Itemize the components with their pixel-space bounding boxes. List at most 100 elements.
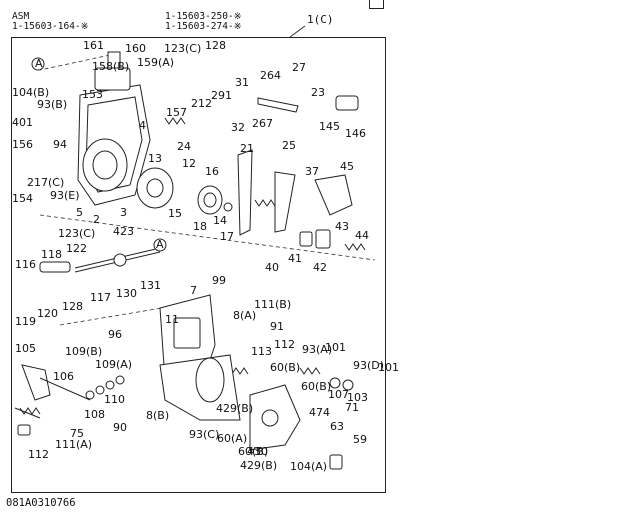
part-callout: 96 — [108, 328, 122, 341]
part-callout: 17 — [220, 230, 234, 243]
part-callout: 104(A) — [290, 460, 327, 473]
part-callout: 60(B) — [270, 361, 300, 374]
part-callout: 267 — [252, 117, 273, 130]
part-callout: 122 — [66, 242, 87, 255]
part-callout: 112 — [274, 338, 295, 351]
reference-A-markers — [31, 57, 167, 252]
part-callout: 44 — [355, 229, 369, 242]
part-callout: 156 — [12, 138, 33, 151]
part-callout: 12 — [182, 157, 196, 170]
part-callout: 13 — [148, 152, 162, 165]
part-callout: 11 — [165, 313, 179, 326]
part-callout: 25 — [282, 139, 296, 152]
part-callout: 5 — [76, 206, 83, 219]
part-callout: 42 — [313, 261, 327, 274]
part-callout: 99 — [212, 274, 226, 287]
main-assembly-callout: 1(C) — [307, 13, 334, 26]
part-callout: A — [35, 57, 43, 70]
part-callout: A — [156, 238, 164, 251]
part-callout: 291 — [211, 89, 232, 102]
part-callout: 111(A) — [55, 438, 92, 451]
part-callout: 4 — [139, 119, 146, 132]
asm-part-number: 1-15603-164-※ — [12, 21, 89, 32]
part-callout: 118 — [41, 248, 62, 261]
part-callout: 153 — [82, 88, 103, 101]
part-callout: 2 — [93, 213, 100, 226]
part-callout: 18 — [193, 220, 207, 233]
part-callout: 109(A) — [95, 358, 132, 371]
part-callout: 93(D) — [353, 359, 384, 372]
part-callout: 93(C) — [189, 428, 219, 441]
part-callout: 16 — [205, 165, 219, 178]
part-callout: 145 — [319, 120, 340, 133]
part-callout: 123(C) — [58, 227, 95, 240]
part-callout: 423 — [113, 225, 134, 238]
part-callout: 106 — [53, 370, 74, 383]
lever-assembly — [237, 95, 359, 249]
part-callout: 112 — [28, 448, 49, 461]
part-callout: 429(B) — [216, 402, 253, 415]
part-callout: 157 — [166, 106, 187, 119]
part-callout: 131 — [140, 279, 161, 292]
part-callout: 45 — [340, 160, 354, 173]
part-callout: 474 — [309, 406, 330, 419]
part-callout: 31 — [235, 76, 249, 89]
part-callout: 40 — [265, 261, 279, 274]
part-callout: 109(B) — [65, 345, 102, 358]
part-callout: 217(C) — [27, 176, 64, 189]
part-callout: 43 — [335, 220, 349, 233]
reference-part-number-1: 1-15603-250-※ — [165, 11, 242, 22]
part-callout: 119 — [15, 315, 36, 328]
part-callout: 15 — [168, 207, 182, 220]
part-callout: 104(B) — [12, 86, 49, 99]
part-callout: 430 — [247, 445, 268, 458]
part-callout: 101 — [325, 341, 346, 354]
drawing-code: 081A0310766 — [6, 497, 76, 509]
part-callout: 14 — [213, 214, 227, 227]
part-callout: 8(B) — [146, 409, 169, 422]
part-callout: 101 — [378, 361, 399, 374]
part-callout: 123(C) — [164, 42, 201, 55]
part-callout: 75 — [70, 427, 84, 440]
part-callout: 32 — [231, 121, 245, 134]
part-callout: 91 — [270, 320, 284, 333]
part-callout: 107 — [328, 388, 349, 401]
part-callout: 110 — [104, 393, 125, 406]
part-callout: 93(A) — [302, 343, 332, 356]
part-callout: 146 — [345, 127, 366, 140]
part-callout: 94 — [53, 138, 67, 151]
part-callout: 21 — [240, 142, 254, 155]
part-callout: 37 — [305, 165, 319, 178]
part-callout: 161 — [83, 39, 104, 52]
part-callout: 59 — [353, 433, 367, 446]
corner-tab — [369, 0, 384, 9]
part-callout: 41 — [288, 252, 302, 265]
drive-hub-assembly — [136, 167, 233, 215]
part-callout: 111(B) — [254, 298, 291, 311]
part-callout: 60(A) — [217, 432, 247, 445]
part-callout: 93(E) — [50, 189, 80, 202]
part-callout: 159(A) — [137, 56, 174, 69]
part-callout: 63 — [330, 420, 344, 433]
part-callout: 113 — [251, 345, 272, 358]
part-callout: 158(B) — [92, 60, 129, 73]
part-callout: 24 — [177, 140, 191, 153]
part-callout: 160 — [125, 42, 146, 55]
part-callout: 128 — [205, 39, 226, 52]
governor-cover — [249, 377, 354, 470]
asm-label: ASM — [12, 11, 30, 22]
part-callout: 27 — [292, 61, 306, 74]
part-callout: 154 — [12, 192, 33, 205]
lower-pump-housing — [159, 294, 241, 421]
part-callout: 103 — [347, 391, 368, 404]
upper-pump-body — [77, 51, 151, 206]
part-callout: 71 — [345, 401, 359, 414]
part-callout: 105 — [15, 342, 36, 355]
part-callout: 60(B) — [238, 445, 268, 458]
part-callout: 212 — [191, 97, 212, 110]
part-callout: 120 — [37, 307, 58, 320]
part-callout: 23 — [311, 86, 325, 99]
header-leader — [289, 25, 306, 38]
